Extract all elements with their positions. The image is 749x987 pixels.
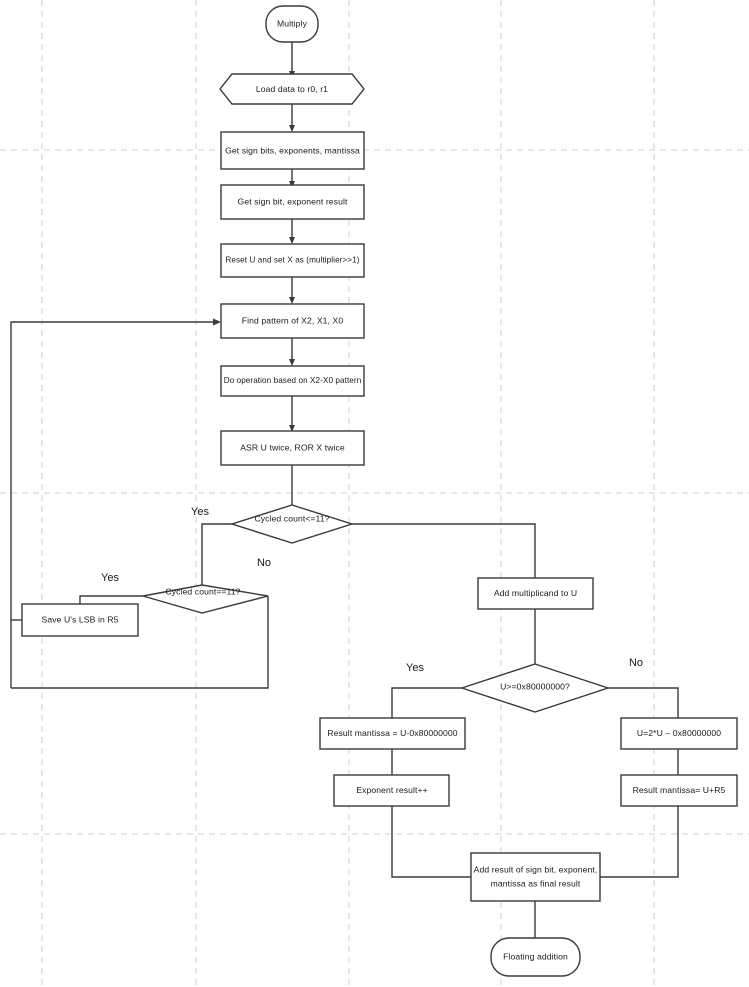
arrow-load-to-getsign [289,125,295,132]
load-data-label: Load data to r0, r1 [256,84,328,94]
node-result-mantissa-add[interactable]: Result mantissa= U+R5 [620,774,738,807]
node-exponent-increment[interactable]: Exponent result++ [333,774,450,807]
decision-u-ge-shape [459,663,611,713]
u-double-sub-shape [620,717,738,750]
arrow-expresult-to-resetu [289,237,295,244]
get-sign-bits-label: Get sign bits, exponents, mantissa [225,145,360,155]
node-decision-cycled-lte[interactable]: Cycled count<=11? [229,504,355,544]
edge-label-cycled-lte-yes: Yes [191,506,209,518]
decision-u-ge-label: U>=0x80000000? [500,681,570,691]
end-label: Floating addition [503,951,568,961]
arrow-loopback-to-findpattern [213,318,221,326]
add-multiplicand-shape [477,577,594,610]
conn-leftrail-loopback [10,321,213,688]
do-operation-label: Do operation based on X2-X0 pattern [224,376,362,385]
load-data-shape [219,73,365,105]
result-mantissa-sub-shape [319,717,466,750]
reset-u-shape [220,243,365,278]
node-result-mantissa-sub[interactable]: Result mantissa = U-0x80000000 [319,717,466,750]
conn-lte-no-to-addmult [352,523,536,578]
node-get-sign-exp-result[interactable]: Get sign bit, exponent result [220,184,365,220]
exponent-increment-label: Exponent result++ [356,785,427,795]
save-lsb-label: Save U's LSB in R5 [42,614,119,624]
node-find-pattern[interactable]: Find pattern of X2, X1, X0 [220,303,365,339]
decision-cycled-lte-label: Cycled count<=11? [254,513,329,523]
get-sign-exp-result-label: Get sign bit, exponent result [238,196,348,206]
node-u-double-sub[interactable]: U=2*U – 0x80000000 [620,717,738,750]
get-sign-exp-result-shape [220,184,365,220]
conn-eq-no-to-leftrail [11,596,269,689]
conn-eq-yes-to-savelsb [79,595,143,604]
edge-label-cycled-eq-yes: Yes [101,572,119,584]
asr-ror-shape [220,430,365,466]
arrow-findpattern-to-dooperation [289,359,295,366]
node-decision-u-ge[interactable]: U>=0x80000000? [459,663,611,713]
exponent-increment-shape [333,774,450,807]
conn-expinc-to-final [391,806,471,878]
do-operation-shape [220,365,365,397]
node-reset-u[interactable]: Reset U and set X as (multiplier>>1) [220,243,365,278]
node-do-operation[interactable]: Do operation based on X2-X0 pattern [220,365,365,397]
connectors [10,42,679,938]
arrow-dooperation-to-asr [289,425,295,432]
node-add-final[interactable]: Add result of sign bit, exponent, mantis… [470,852,601,902]
save-lsb-shape [21,603,139,637]
add-multiplicand-label: Add multiplicand to U [494,588,577,598]
result-mantissa-add-shape [620,774,738,807]
add-final-label-line2: mantissa as final result [491,878,581,888]
edge-label-u-ge-yes: Yes [406,662,424,674]
add-final-label-line1: Add result of sign bit, exponent, [474,864,598,874]
node-save-lsb[interactable]: Save U's LSB in R5 [21,603,139,637]
start-label: Multiply [277,18,308,28]
find-pattern-label: Find pattern of X2, X1, X0 [242,315,344,325]
conn-uge-yes-to-mantissasub [391,687,462,718]
find-pattern-shape [220,303,365,339]
node-load-data[interactable]: Load data to r0, r1 [219,73,365,105]
conn-mantissaadd-to-final [600,806,679,878]
end-shape [490,937,581,977]
decision-cycled-lte-shape [229,504,355,544]
node-asr-ror[interactable]: ASR U twice, ROR X twice [220,430,365,466]
decision-cycled-eq-label: Cycled count==11? [165,586,240,596]
start-shape [265,5,319,43]
asr-ror-label: ASR U twice, ROR X twice [240,442,345,452]
node-start[interactable]: Multiply [265,5,319,43]
edge-label-u-ge-no: No [629,657,643,669]
node-end[interactable]: Floating addition [490,937,581,977]
result-mantissa-add-label: Result mantissa= U+R5 [633,785,726,795]
node-decision-cycled-eq[interactable]: Cycled count==11? [142,584,269,614]
edge-label-cycled-lte-no: No [257,557,271,569]
decision-cycled-eq-shape [142,584,269,614]
get-sign-bits-shape [220,131,365,170]
arrow-resetu-to-findpattern [289,297,295,304]
u-double-sub-label: U=2*U – 0x80000000 [637,728,721,738]
conn-uge-no-to-udouble [608,687,679,718]
result-mantissa-sub-label: Result mantissa = U-0x80000000 [327,728,457,738]
reset-u-label: Reset U and set X as (multiplier>>1) [225,256,359,265]
add-final-shape [470,852,601,902]
node-get-sign-bits[interactable]: Get sign bits, exponents, mantissa [220,131,365,170]
node-add-multiplicand[interactable]: Add multiplicand to U [477,577,594,610]
conn-lte-yes-to-eq [201,523,232,585]
